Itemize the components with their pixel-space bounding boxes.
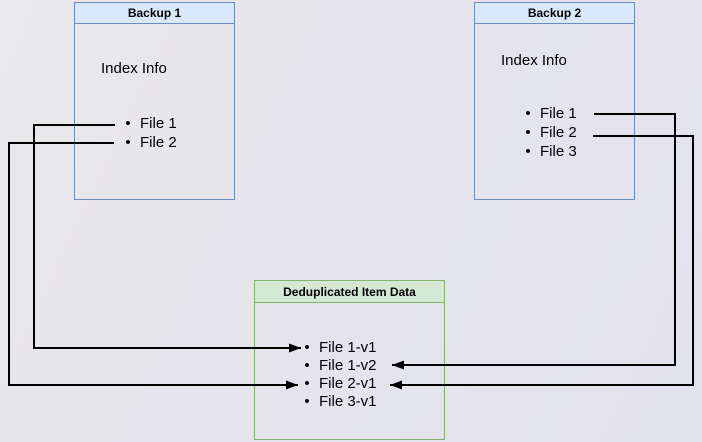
backup1-index-info-label: Index Info	[101, 60, 167, 77]
backup2-index-info-label: Index Info	[501, 52, 567, 69]
backup2-node: Backup 2 Index Info File 1 File 2 File 3	[474, 2, 635, 200]
dedup-item-list: File 1-v1 File 1-v2 File 2-v1 File 3-v1	[300, 339, 377, 411]
dedup-item: File 3-v1	[300, 393, 377, 411]
backup1-node: Backup 1 Index Info File 1 File 2	[74, 2, 235, 200]
backup2-file-item: File 1	[521, 104, 577, 123]
dedup-item: File 2-v1	[300, 375, 377, 393]
dedup-item: File 1-v2	[300, 357, 377, 375]
backup1-title: Backup 1	[75, 3, 234, 24]
backup1-file-list: File 1 File 2	[121, 114, 177, 152]
backup2-file-item: File 3	[521, 142, 577, 161]
backup2-file-list: File 1 File 2 File 3	[521, 104, 577, 161]
dedup-title: Deduplicated Item Data	[255, 281, 444, 303]
backup1-file-item: File 2	[121, 133, 177, 152]
backup2-file-item: File 2	[521, 123, 577, 142]
dedup-item: File 1-v1	[300, 339, 377, 357]
backup2-title: Backup 2	[475, 3, 634, 24]
dedup-node: Deduplicated Item Data File 1-v1 File 1-…	[254, 280, 445, 440]
backup1-file-item: File 1	[121, 114, 177, 133]
